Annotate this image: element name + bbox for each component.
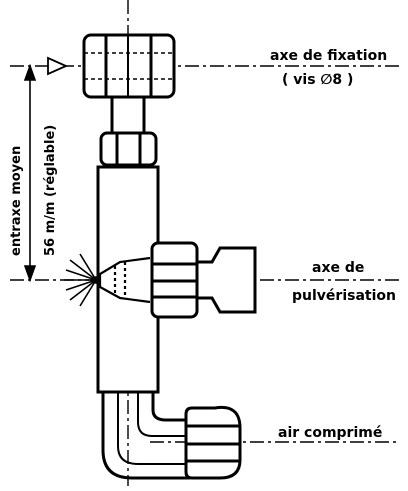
fixing-screw-label: ( vis ∅8 )	[282, 72, 353, 88]
spray-burst	[64, 253, 100, 307]
distance-label: entraxe moyen	[9, 146, 24, 256]
spray-axis-label: axe de	[312, 260, 364, 276]
fixing-axis-leader	[47, 56, 69, 76]
compressed-air-label: air comprimé	[278, 425, 382, 441]
top-hex-nut	[82, 33, 176, 99]
air-hex-fitting	[184, 405, 242, 480]
distance-dimension	[23, 63, 37, 283]
fixing-axis-label: axe de fixation	[270, 48, 387, 64]
upper-neck	[110, 95, 146, 135]
middle-hex-nut	[99, 131, 158, 167]
side-connector	[195, 246, 257, 314]
side-hex-nut	[150, 241, 199, 319]
distance-value-label: 56 m/m (réglable)	[43, 125, 58, 256]
air-tube	[101, 392, 190, 480]
spray-axis-label-2: pulvérisation	[292, 288, 396, 304]
spray-nozzle	[98, 256, 151, 304]
